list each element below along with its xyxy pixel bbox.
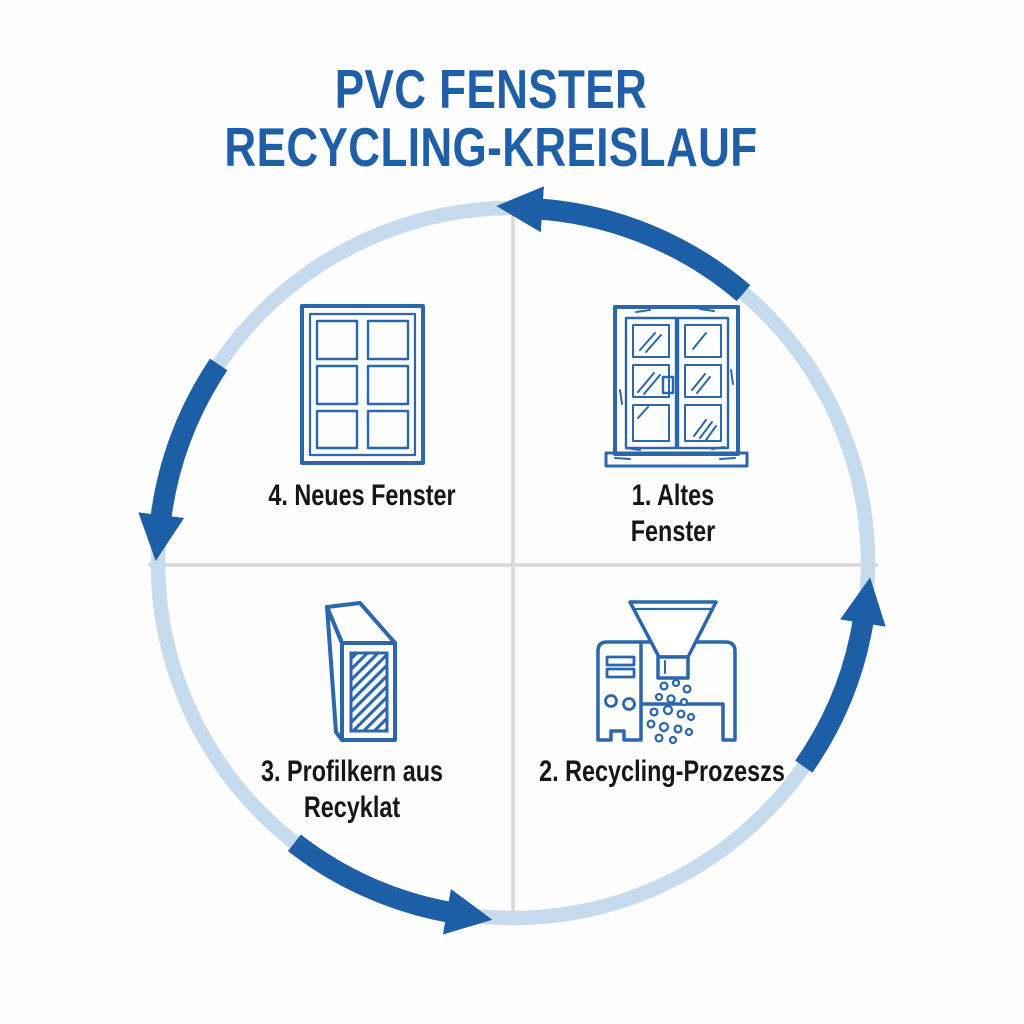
funnel <box>628 600 718 659</box>
title-line-2: RECYCLING-KREISLAUF <box>224 116 758 178</box>
step-label-altes-fenster: 1. Altes Fenster <box>630 479 716 548</box>
arrow-arc-bottom <box>287 834 493 935</box>
title-line-1: PVC FENSTER <box>334 58 648 120</box>
recycling-machine-icon <box>596 600 737 745</box>
new-window-icon <box>300 304 425 465</box>
page-title: PVC FENSTER RECYCLING-KREISLAUF <box>224 60 757 176</box>
arrow-arc-left <box>138 358 228 561</box>
step-label-profilkern: 3. Profilkern aus Recyklat <box>260 755 444 824</box>
machine-knob <box>622 697 636 711</box>
step-label-neues-fenster: 4. Neues Fenster <box>268 479 456 512</box>
window-sill <box>604 451 749 468</box>
window-handle <box>661 375 675 395</box>
arrow-arc-right <box>795 577 886 773</box>
arrow-arc-top <box>496 186 751 302</box>
recyclate-hatch <box>349 651 389 733</box>
step-label-recycling-prozess: 2. Recycling-Prozeszs <box>539 755 785 788</box>
granulate-pellets <box>646 678 696 745</box>
old-window-icon <box>604 305 749 468</box>
machine-knob <box>604 694 618 708</box>
profile-core-icon <box>325 601 397 742</box>
